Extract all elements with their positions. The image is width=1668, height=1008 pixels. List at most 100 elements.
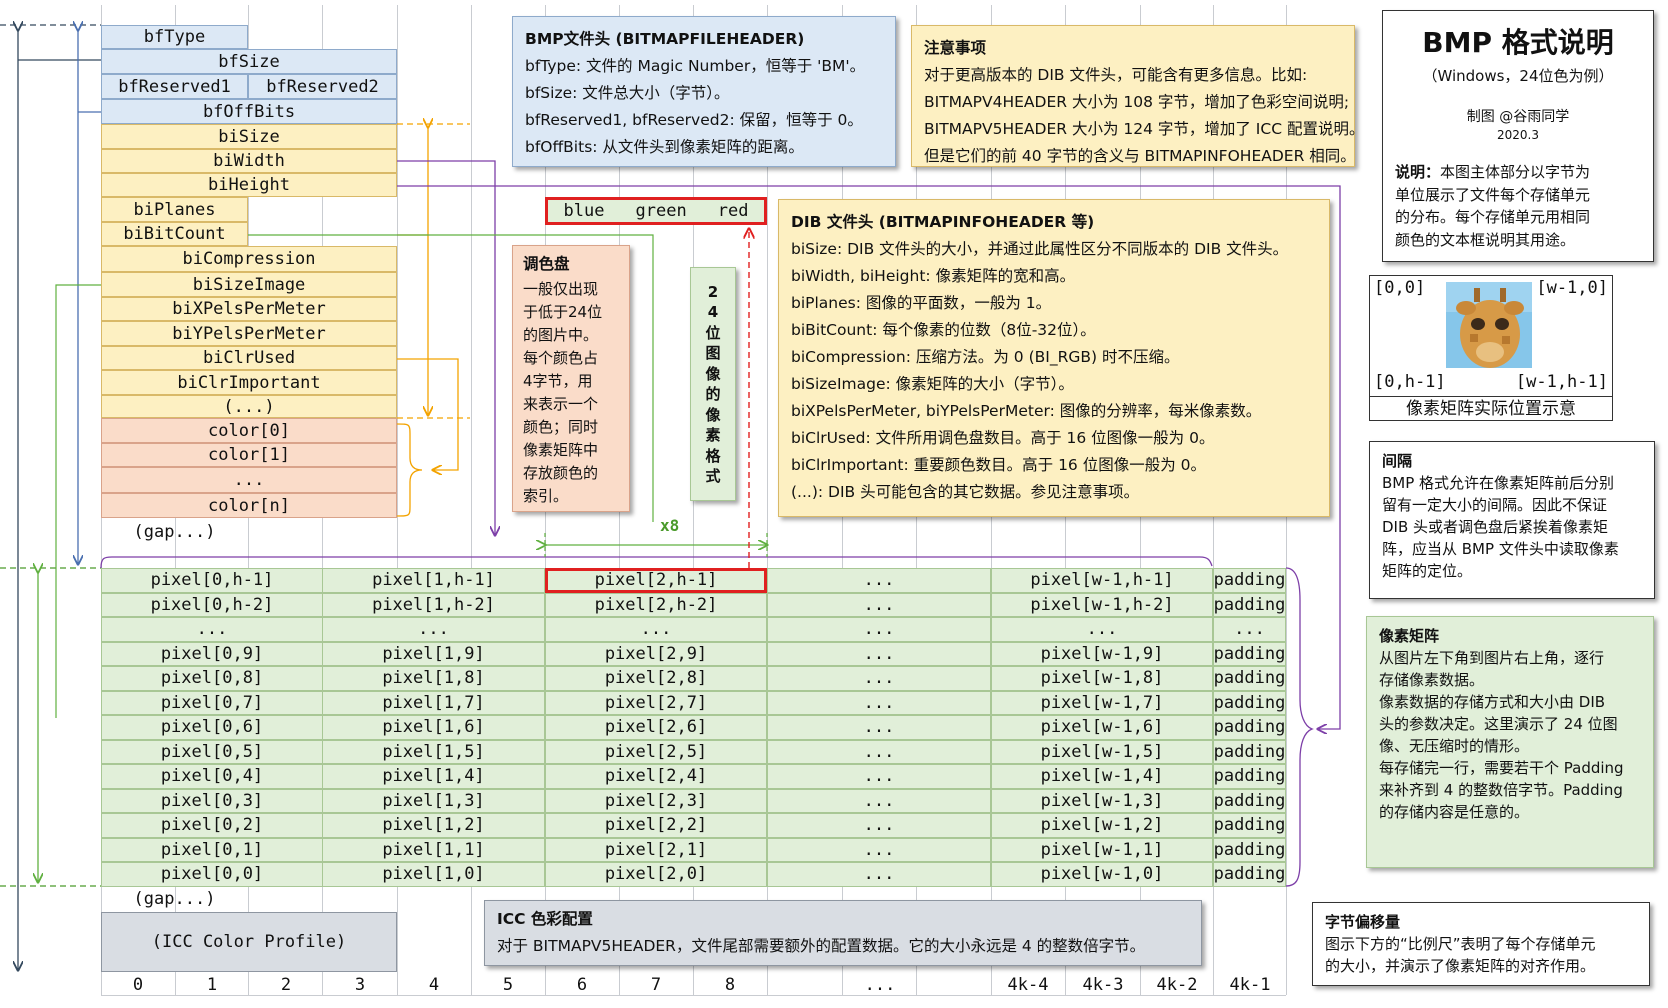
dib-header-note-line: biSize: DIB 文件头的大小，并通过此属性区分不同版本的 DIB 文件头… bbox=[791, 240, 1289, 258]
pixel-cell: pixel[2,8] bbox=[545, 666, 767, 691]
byte-column-guide bbox=[471, 5, 472, 995]
author: 制图 @谷雨同学 bbox=[1466, 109, 1570, 125]
notice-note-line: BITMAPV4HEADER 大小为 108 字节，增加了色彩空间说明; bbox=[924, 93, 1350, 111]
pixel-padding: padding bbox=[1213, 666, 1286, 691]
icc-profile-block: (ICC Color Profile) bbox=[101, 912, 397, 972]
pixel-cell: ... bbox=[767, 690, 991, 715]
field-biwidth: biWidth bbox=[101, 149, 397, 173]
date: 2020.3 bbox=[1497, 128, 1539, 142]
pixel-cell: ... bbox=[767, 862, 991, 887]
palette-color-entry: ... bbox=[101, 467, 397, 493]
ruler-tick: 4k-3 bbox=[1082, 975, 1124, 995]
dib-header-note-title: DIB 文件头 (BITMAPINFOHEADER 等) bbox=[791, 213, 1095, 231]
offset-note-line: 图示下方的“比例尺”表明了每个存储单元 bbox=[1325, 935, 1596, 953]
pixel-cell: pixel[w-1,5] bbox=[991, 739, 1213, 764]
pixel-cell: pixel[0,7] bbox=[101, 690, 323, 715]
ruler-tick: 3 bbox=[354, 975, 366, 995]
title-note-line: 颜色的文本框说明其用途。 bbox=[1395, 230, 1576, 249]
pixel-cell: pixel[1,3] bbox=[322, 788, 545, 813]
ruler-tick: 4 bbox=[428, 975, 440, 995]
pixel-cell: pixel[1,4] bbox=[322, 764, 545, 789]
pixel-cell: pixel[1,2] bbox=[322, 813, 545, 838]
offset-note-line: 的大小，并演示了像素矩阵的对齐作用。 bbox=[1325, 957, 1596, 975]
field-bfoffbits: bfOffBits bbox=[101, 99, 397, 124]
corner-bottom-left: [0,h-1] bbox=[1374, 372, 1446, 392]
pixel-cell: pixel[1,5] bbox=[322, 739, 545, 764]
ruler-tick: 4k-4 bbox=[1007, 975, 1049, 995]
byte-column-guide bbox=[767, 5, 768, 995]
pixel-cell: pixel[1,h-1] bbox=[322, 568, 545, 593]
bmp-header-note-title: BMP文件头 (BITMAPFILEHEADER) bbox=[525, 30, 805, 48]
format-24bit-char: 位 bbox=[705, 323, 721, 342]
corner-bottom-right: [w-1,h-1] bbox=[1515, 372, 1608, 392]
pixel-cell: pixel[w-1,2] bbox=[991, 813, 1213, 838]
format-24bit-char: 像 bbox=[705, 364, 721, 383]
pixel-cell: pixel[0,3] bbox=[101, 788, 323, 813]
pixel-cell: pixel[0,2] bbox=[101, 813, 323, 838]
field-bfreserved2: bfReserved2 bbox=[248, 74, 397, 99]
pixel-cell: ... bbox=[767, 617, 991, 642]
icc-note-line: 对于 BITMAPV5HEADER，文件尾部需要额外的配置数据。它的大小永远是 … bbox=[497, 937, 1146, 955]
bgr-green: green bbox=[635, 201, 687, 221]
pixel-cell: pixel[w-1,1] bbox=[991, 837, 1213, 862]
pixel-cell: pixel[1,0] bbox=[322, 862, 545, 887]
pixel-cell: pixel[2,0] bbox=[545, 862, 767, 887]
pixel-matrix-note-line: 像素数据的存储方式和大小由 DIB bbox=[1379, 693, 1606, 711]
pixel-cell: pixel[1,9] bbox=[322, 641, 545, 666]
pixel-cell: pixel[2,9] bbox=[545, 641, 767, 666]
ruler-baseline bbox=[101, 995, 1286, 996]
dib-header-note-line: biPlanes: 图像的平面数，一般为 1。 bbox=[791, 294, 1052, 312]
pixel-padding: padding bbox=[1213, 568, 1286, 593]
pixel-cell: pixel[2,3] bbox=[545, 788, 767, 813]
ruler-tick: ... bbox=[864, 975, 896, 995]
format-24bit-char: 式 bbox=[705, 467, 721, 485]
field-bibitcount: biBitCount bbox=[101, 222, 248, 246]
pixel-matrix-note: 像素矩阵 从图片左下角到图片右上角，逐行存储像素数据。像素数据的存储方式和大小由… bbox=[1366, 616, 1654, 868]
pixel-cell: pixel[1,1] bbox=[322, 837, 545, 862]
pixel-matrix-note-title: 像素矩阵 bbox=[1379, 627, 1440, 645]
palette-note-line: 颜色；同时 bbox=[523, 418, 599, 436]
pixel-cell: pixel[0,h-2] bbox=[101, 592, 323, 617]
pixel-matrix-note-line: 从图片左下角到图片右上角，逐行 bbox=[1379, 649, 1605, 667]
field-biypelspermeter: biYPelsPerMeter bbox=[101, 321, 397, 346]
dib-header-note-line: biCompression: 压缩方法。为 0 (BI_RGB) 时不压缩。 bbox=[791, 348, 1180, 366]
palette-note-line: 来表示一个 bbox=[523, 395, 599, 413]
pixel-cell: pixel[w-1,3] bbox=[991, 788, 1213, 813]
pixel-matrix-note-line: 来补齐到 4 的整数倍字节。Padding bbox=[1379, 781, 1623, 799]
bmp-header-note-line: bfType: 文件的 Magic Number，恒等于 'BM'。 bbox=[525, 57, 866, 75]
bmp-header-note-line: bfReserved1, bfReserved2: 保留，恒等于 0。 bbox=[525, 111, 863, 129]
pixel-cell: ... bbox=[767, 813, 991, 838]
icc-note-title: ICC 色彩配置 bbox=[497, 910, 593, 928]
giraffe-thumbnail bbox=[1446, 282, 1532, 368]
gap-note-line: 矩阵的定位。 bbox=[1382, 562, 1473, 580]
palette-note-line: 每个颜色占 bbox=[523, 349, 599, 367]
pixel-cell: pixel[w-1,6] bbox=[991, 715, 1213, 740]
title-note-line: 的分布。每个存储单元用相同 bbox=[1395, 208, 1591, 226]
pixel-padding: padding bbox=[1213, 788, 1286, 813]
pixel-padding: padding bbox=[1213, 813, 1286, 838]
ruler-tick: 4k-1 bbox=[1229, 975, 1271, 995]
pixel-cell: pixel[0,6] bbox=[101, 715, 323, 740]
field-bixpelspermeter: biXPelsPerMeter bbox=[101, 297, 397, 321]
field-biheight: biHeight bbox=[101, 173, 397, 197]
pixel-cell: pixel[1,h-2] bbox=[322, 592, 545, 617]
dib-header-note-line: (...): DIB 头可能包含的其它数据。参见注意事项。 bbox=[791, 483, 1140, 501]
gap-after-pixels: (gap...) bbox=[133, 889, 216, 909]
dib-header-note-line: biClrImportant: 重要颜色数目。高于 16 位图像一般为 0。 bbox=[791, 456, 1207, 474]
pixel-padding: padding bbox=[1213, 739, 1286, 764]
palette-note-line: 存放颜色的 bbox=[523, 464, 599, 482]
pixel-cell: ... bbox=[767, 837, 991, 862]
field-bfreserved1: bfReserved1 bbox=[101, 74, 248, 99]
pixel-padding: padding bbox=[1213, 837, 1286, 862]
pixel-cell: pixel[2,h-1] bbox=[545, 568, 767, 593]
field-bisizeimage: biSizeImage bbox=[101, 272, 397, 297]
bgr-blue: blue bbox=[563, 201, 605, 221]
subtitle: （Windows，24位色为例） bbox=[1422, 67, 1614, 85]
ruler-tick: 1 bbox=[206, 975, 218, 995]
palette-note-title: 调色盘 bbox=[523, 255, 570, 273]
offset-note-title: 字节偏移量 bbox=[1325, 913, 1401, 931]
pixel-cell: pixel[w-1,9] bbox=[991, 641, 1213, 666]
dib-header-note-line: biClrUsed: 文件所用调色盘数目。高于 16 位图像一般为 0。 bbox=[791, 429, 1215, 447]
